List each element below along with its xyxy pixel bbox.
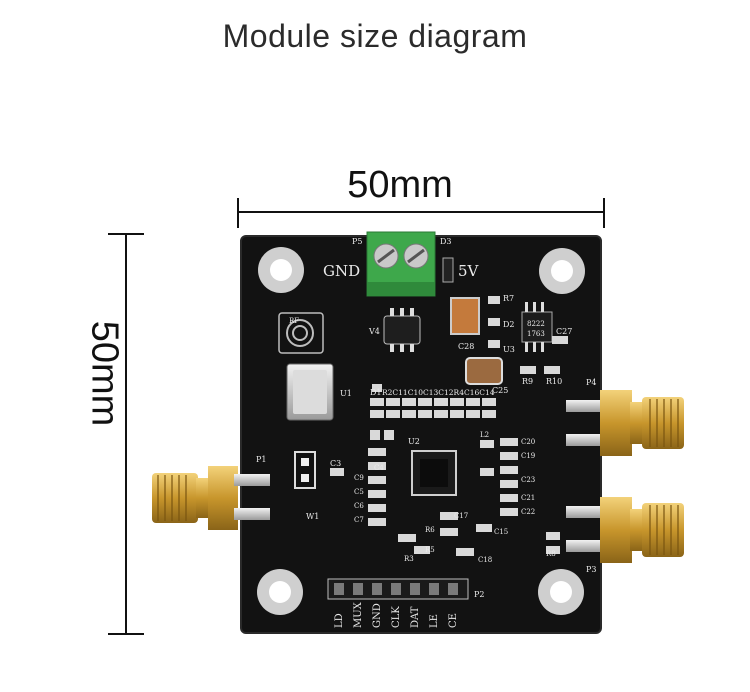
passive-components <box>330 296 568 556</box>
header-pin-label: GND <box>372 603 383 628</box>
header-pin-label: DAT <box>410 606 421 628</box>
crystal-oscillator <box>286 363 334 421</box>
silk-c17: C17 <box>454 512 468 520</box>
silk-p1: P1 <box>256 455 266 464</box>
silk-c23: C23 <box>521 476 535 484</box>
silk-l2: L2 <box>480 431 489 439</box>
silk-c27: C27 <box>556 327 572 336</box>
height-dimension-line <box>108 233 144 635</box>
silk-r9: R9 <box>522 377 533 386</box>
silk-top-row: R2C11C10C13C12R4C16C14 <box>382 388 495 397</box>
terminal-label-gnd: GND <box>323 262 360 280</box>
silk-u1: U1 <box>340 389 352 398</box>
header-pin-label: MUX <box>353 602 364 628</box>
silk-d1: D1 <box>370 388 382 397</box>
mounting-hole-bottom-left <box>257 569 303 615</box>
capacitor-c25 <box>465 357 503 385</box>
silk-p3: P3 <box>586 565 596 574</box>
header-pin-label: LD <box>334 613 345 628</box>
silk-r5: R5 <box>425 546 435 554</box>
silk-c25: C25 <box>492 386 508 395</box>
silk-c6: C6 <box>354 502 364 510</box>
silk-p2: P2 <box>474 590 484 599</box>
regulator-u3 <box>521 311 553 343</box>
sma-connector-p1 <box>152 466 270 530</box>
silk-u2: U2 <box>408 437 420 446</box>
silk-c28: C28 <box>458 342 474 351</box>
silk-c3: C3 <box>330 459 341 468</box>
pcb-board <box>241 236 601 633</box>
silk-ic-text-2: 1763 <box>527 330 545 338</box>
tantalum-capacitor <box>450 297 480 335</box>
silk-c5: C5 <box>354 488 364 496</box>
silk-r3: R3 <box>404 555 414 563</box>
silk-r7: R7 <box>503 294 514 303</box>
silk-p5: P5 <box>352 237 362 246</box>
silk-r10: R10 <box>546 377 562 386</box>
silk-v4: V4 <box>368 327 380 336</box>
silk-c18: C18 <box>478 556 492 564</box>
silk-p4: P4 <box>586 378 596 387</box>
page-title: Module size diagram <box>222 18 528 54</box>
silk-r6: R6 <box>425 526 435 534</box>
silk-u3: U3 <box>503 345 515 354</box>
silk-d3: D3 <box>440 237 452 246</box>
silk-r8: R8 <box>546 550 556 558</box>
width-dimension-line <box>237 198 605 228</box>
silk-rf: RF <box>289 317 299 325</box>
pin-header-p2 <box>327 578 469 600</box>
silk-c22: C22 <box>521 508 535 516</box>
silk-c9: C9 <box>354 474 364 482</box>
terminal-label-5v: 5V <box>458 262 480 280</box>
silk-c21: C21 <box>521 494 535 502</box>
rf-logo <box>278 312 324 354</box>
jumper-w1 <box>294 451 316 489</box>
mounting-hole-bottom-right <box>538 569 584 615</box>
mounting-hole-top-left <box>258 247 304 293</box>
silk-d2: D2 <box>503 320 515 329</box>
header-pin-label: LE <box>429 614 440 628</box>
header-pin-label: CE <box>448 613 459 628</box>
silk-c19: C19 <box>521 452 535 460</box>
sma-connector-p3 <box>566 497 684 563</box>
silk-c7: C7 <box>354 516 364 524</box>
silk-ic-text-1: 8222 <box>527 320 545 328</box>
silk-c4: C4 <box>374 464 384 472</box>
sma-connector-p4 <box>566 390 684 456</box>
mounting-hole-top-right <box>539 248 585 294</box>
header-pin-label: CLK <box>391 606 402 628</box>
silk-w1: W1 <box>306 512 319 521</box>
regulator-chip <box>383 315 421 345</box>
width-dimension-label: 50mm <box>347 164 453 206</box>
silk-c15: C15 <box>494 528 508 536</box>
pll-synthesizer-chip <box>411 450 457 496</box>
power-terminal-block <box>366 231 436 297</box>
silk-c20: C20 <box>521 438 535 446</box>
